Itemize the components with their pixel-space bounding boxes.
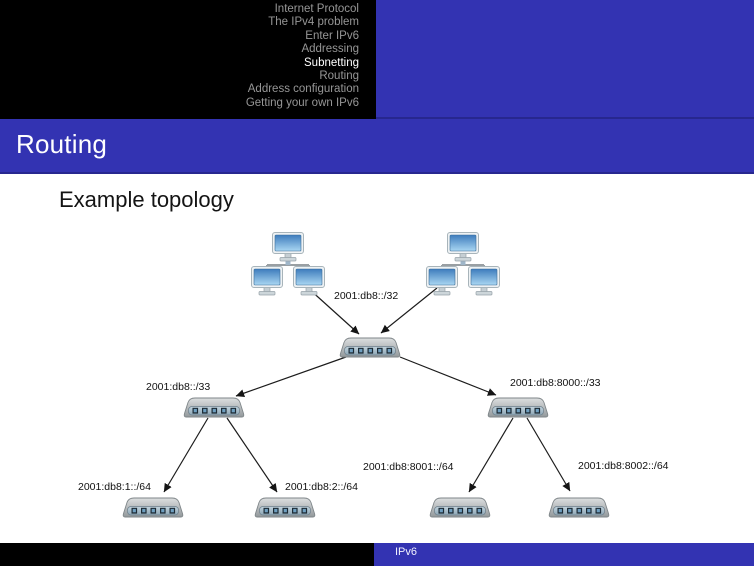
edge-core-left bbox=[235, 356, 347, 398]
section-nav: Internet Protocol The IPv4 problem Enter… bbox=[0, 0, 376, 119]
nav-item-address-configuration[interactable]: Address configuration bbox=[247, 83, 359, 96]
nav-item-subnetting[interactable]: Subnetting bbox=[304, 56, 359, 69]
edge-right-leaf4 bbox=[526, 417, 571, 492]
router-icon-leaf3 bbox=[429, 497, 491, 518]
frame-title-bar: Routing bbox=[0, 117, 754, 174]
label-leaf3-prefix: 2001:db8:8001::/64 bbox=[363, 461, 454, 473]
edge-left-leaf2 bbox=[226, 417, 278, 493]
label-leaf2-prefix: 2001:db8:2::/64 bbox=[285, 481, 358, 493]
nav-item-getting-your-own-ipv6[interactable]: Getting your own IPv6 bbox=[245, 96, 359, 109]
label-leaf1-prefix: 2001:db8:1::/64 bbox=[78, 481, 151, 493]
computer-cluster-icon-right bbox=[427, 233, 500, 296]
router-icon-leaf1 bbox=[122, 497, 184, 518]
slide-footer: IPv6 bbox=[0, 543, 754, 566]
slide-heading: Example topology bbox=[59, 187, 234, 212]
router-icon-left bbox=[183, 397, 245, 418]
edge-core-right bbox=[399, 356, 497, 396]
nav-item-ipv4-problem[interactable]: The IPv4 problem bbox=[268, 16, 359, 29]
footer-title: IPv6 bbox=[395, 546, 418, 558]
nav-item-enter-ipv6[interactable]: Enter IPv6 bbox=[305, 29, 359, 42]
nav-item-addressing[interactable]: Addressing bbox=[301, 43, 359, 56]
computer-cluster-icon-left bbox=[252, 233, 325, 296]
topology-edges bbox=[163, 287, 571, 493]
edge-left-leaf1 bbox=[163, 417, 209, 493]
router-icon-right bbox=[487, 397, 549, 418]
slide-header: Internet Protocol The IPv4 problem Enter… bbox=[0, 0, 754, 119]
label-left-branch: 2001:db8::/33 bbox=[146, 381, 211, 393]
router-icon-core bbox=[339, 337, 401, 358]
label-right-branch: 2001:db8:8000::/33 bbox=[510, 377, 601, 389]
edge-lanleft-core bbox=[307, 287, 360, 335]
nav-item-routing[interactable]: Routing bbox=[319, 70, 359, 83]
edge-lanright-core bbox=[380, 287, 438, 334]
footer-black-box bbox=[0, 543, 374, 566]
edge-right-leaf3 bbox=[468, 417, 514, 493]
router-icon-leaf2 bbox=[254, 497, 316, 518]
nav-item-internet-protocol[interactable]: Internet Protocol bbox=[274, 3, 359, 15]
frame-title: Routing bbox=[16, 129, 108, 159]
router-icon-leaf4 bbox=[548, 497, 610, 518]
label-leaf4-prefix: 2001:db8:8002::/64 bbox=[578, 460, 669, 472]
label-core-prefix: 2001:db8::/32 bbox=[334, 290, 399, 302]
